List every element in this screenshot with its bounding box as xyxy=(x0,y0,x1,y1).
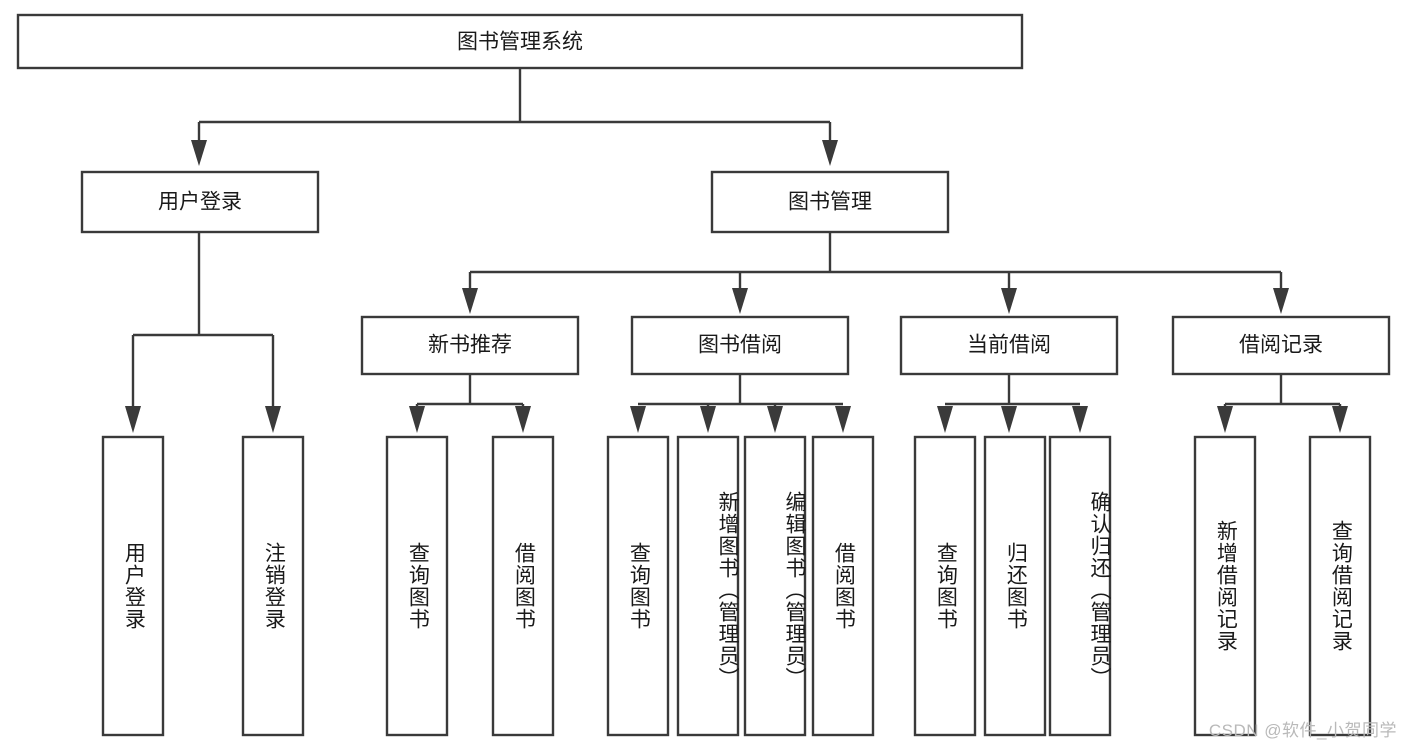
arrow-head-nb-leaf-2 xyxy=(515,406,531,433)
arrow-head-new-book xyxy=(462,288,478,314)
arrow-head-borrow-record xyxy=(1273,288,1289,314)
arrow-head-bb-leaf-3 xyxy=(767,406,783,433)
arrow-head-book-borrow xyxy=(732,288,748,314)
node-current-borrow-box[interactable] xyxy=(899,315,1119,376)
leaf-box-nb-query-book[interactable] xyxy=(385,435,449,737)
node-book-manage-box[interactable] xyxy=(710,170,950,234)
node-book-borrow-label: 图书借阅 xyxy=(698,334,782,357)
node-book-manage-label: 图书管理 xyxy=(788,191,872,214)
node-new-book-recommend-label: 新书推荐 xyxy=(428,334,512,357)
arrow-head-bb-leaf-4 xyxy=(835,406,851,433)
leaf-box-bb-query-book[interactable] xyxy=(606,435,670,737)
node-new-book-recommend[interactable]: 新书推荐 xyxy=(360,315,580,376)
leaf-box-cb-confirm-return[interactable] xyxy=(1048,435,1112,737)
arrow-head-leaf-logout xyxy=(265,406,281,433)
arrow-head-cb-leaf-3 xyxy=(1072,406,1088,433)
arrow-head-cb-leaf-1 xyxy=(937,406,953,433)
arrow-head-nb-leaf-1 xyxy=(409,406,425,433)
node-borrow-record[interactable]: 借阅记录 xyxy=(1171,315,1391,376)
node-user-login-label: 用户登录 xyxy=(158,191,242,214)
arrow-head-br-leaf-2 xyxy=(1332,406,1348,433)
arrow-head-cb-leaf-2 xyxy=(1001,406,1017,433)
arrow-head-current-borrow xyxy=(1001,288,1017,314)
node-book-borrow[interactable]: 图书借阅 xyxy=(630,315,850,376)
arrow-head-leaf-user-login xyxy=(125,406,141,433)
leaf-box-logout[interactable] xyxy=(241,435,305,737)
arrow-head-bb-leaf-2 xyxy=(700,406,716,433)
node-book-borrow-box[interactable] xyxy=(630,315,850,376)
node-current-borrow-label: 当前借阅 xyxy=(967,334,1051,357)
leaf-box-bb-borrow-book[interactable] xyxy=(811,435,875,737)
leaf-box-br-query-record[interactable] xyxy=(1308,435,1372,737)
arrow-head-br-leaf-1 xyxy=(1217,406,1233,433)
leaf-box-cb-query-book[interactable] xyxy=(913,435,977,737)
node-user-login[interactable]: 用户登录 xyxy=(80,170,320,234)
leaf-box-user-login[interactable] xyxy=(101,435,165,737)
csdn-watermark: CSDN @软件_小贺同学 xyxy=(1208,721,1397,740)
node-new-book-recommend-box[interactable] xyxy=(360,315,580,376)
node-user-login-box[interactable] xyxy=(80,170,320,234)
leaf-box-bb-add-book[interactable] xyxy=(676,435,740,737)
leaf-box-bb-edit-book[interactable] xyxy=(743,435,807,737)
connector-group xyxy=(125,68,1348,433)
arrow-head-user-login xyxy=(191,140,207,166)
node-root-box[interactable] xyxy=(16,13,1024,70)
node-current-borrow[interactable]: 当前借阅 xyxy=(899,315,1119,376)
leaf-box-cb-return-book[interactable] xyxy=(983,435,1047,737)
node-borrow-record-label: 借阅记录 xyxy=(1239,334,1323,357)
leaf-box-br-add-record[interactable] xyxy=(1193,435,1257,737)
node-root[interactable]: 图书管理系统 xyxy=(16,13,1024,70)
arrow-head-bb-leaf-1 xyxy=(630,406,646,433)
leaf-box-nb-borrow-book[interactable] xyxy=(491,435,555,737)
arrow-head-book-manage xyxy=(822,140,838,166)
node-root-label: 图书管理系统 xyxy=(457,31,583,54)
node-book-manage[interactable]: 图书管理 xyxy=(710,170,950,234)
node-borrow-record-box[interactable] xyxy=(1171,315,1391,376)
